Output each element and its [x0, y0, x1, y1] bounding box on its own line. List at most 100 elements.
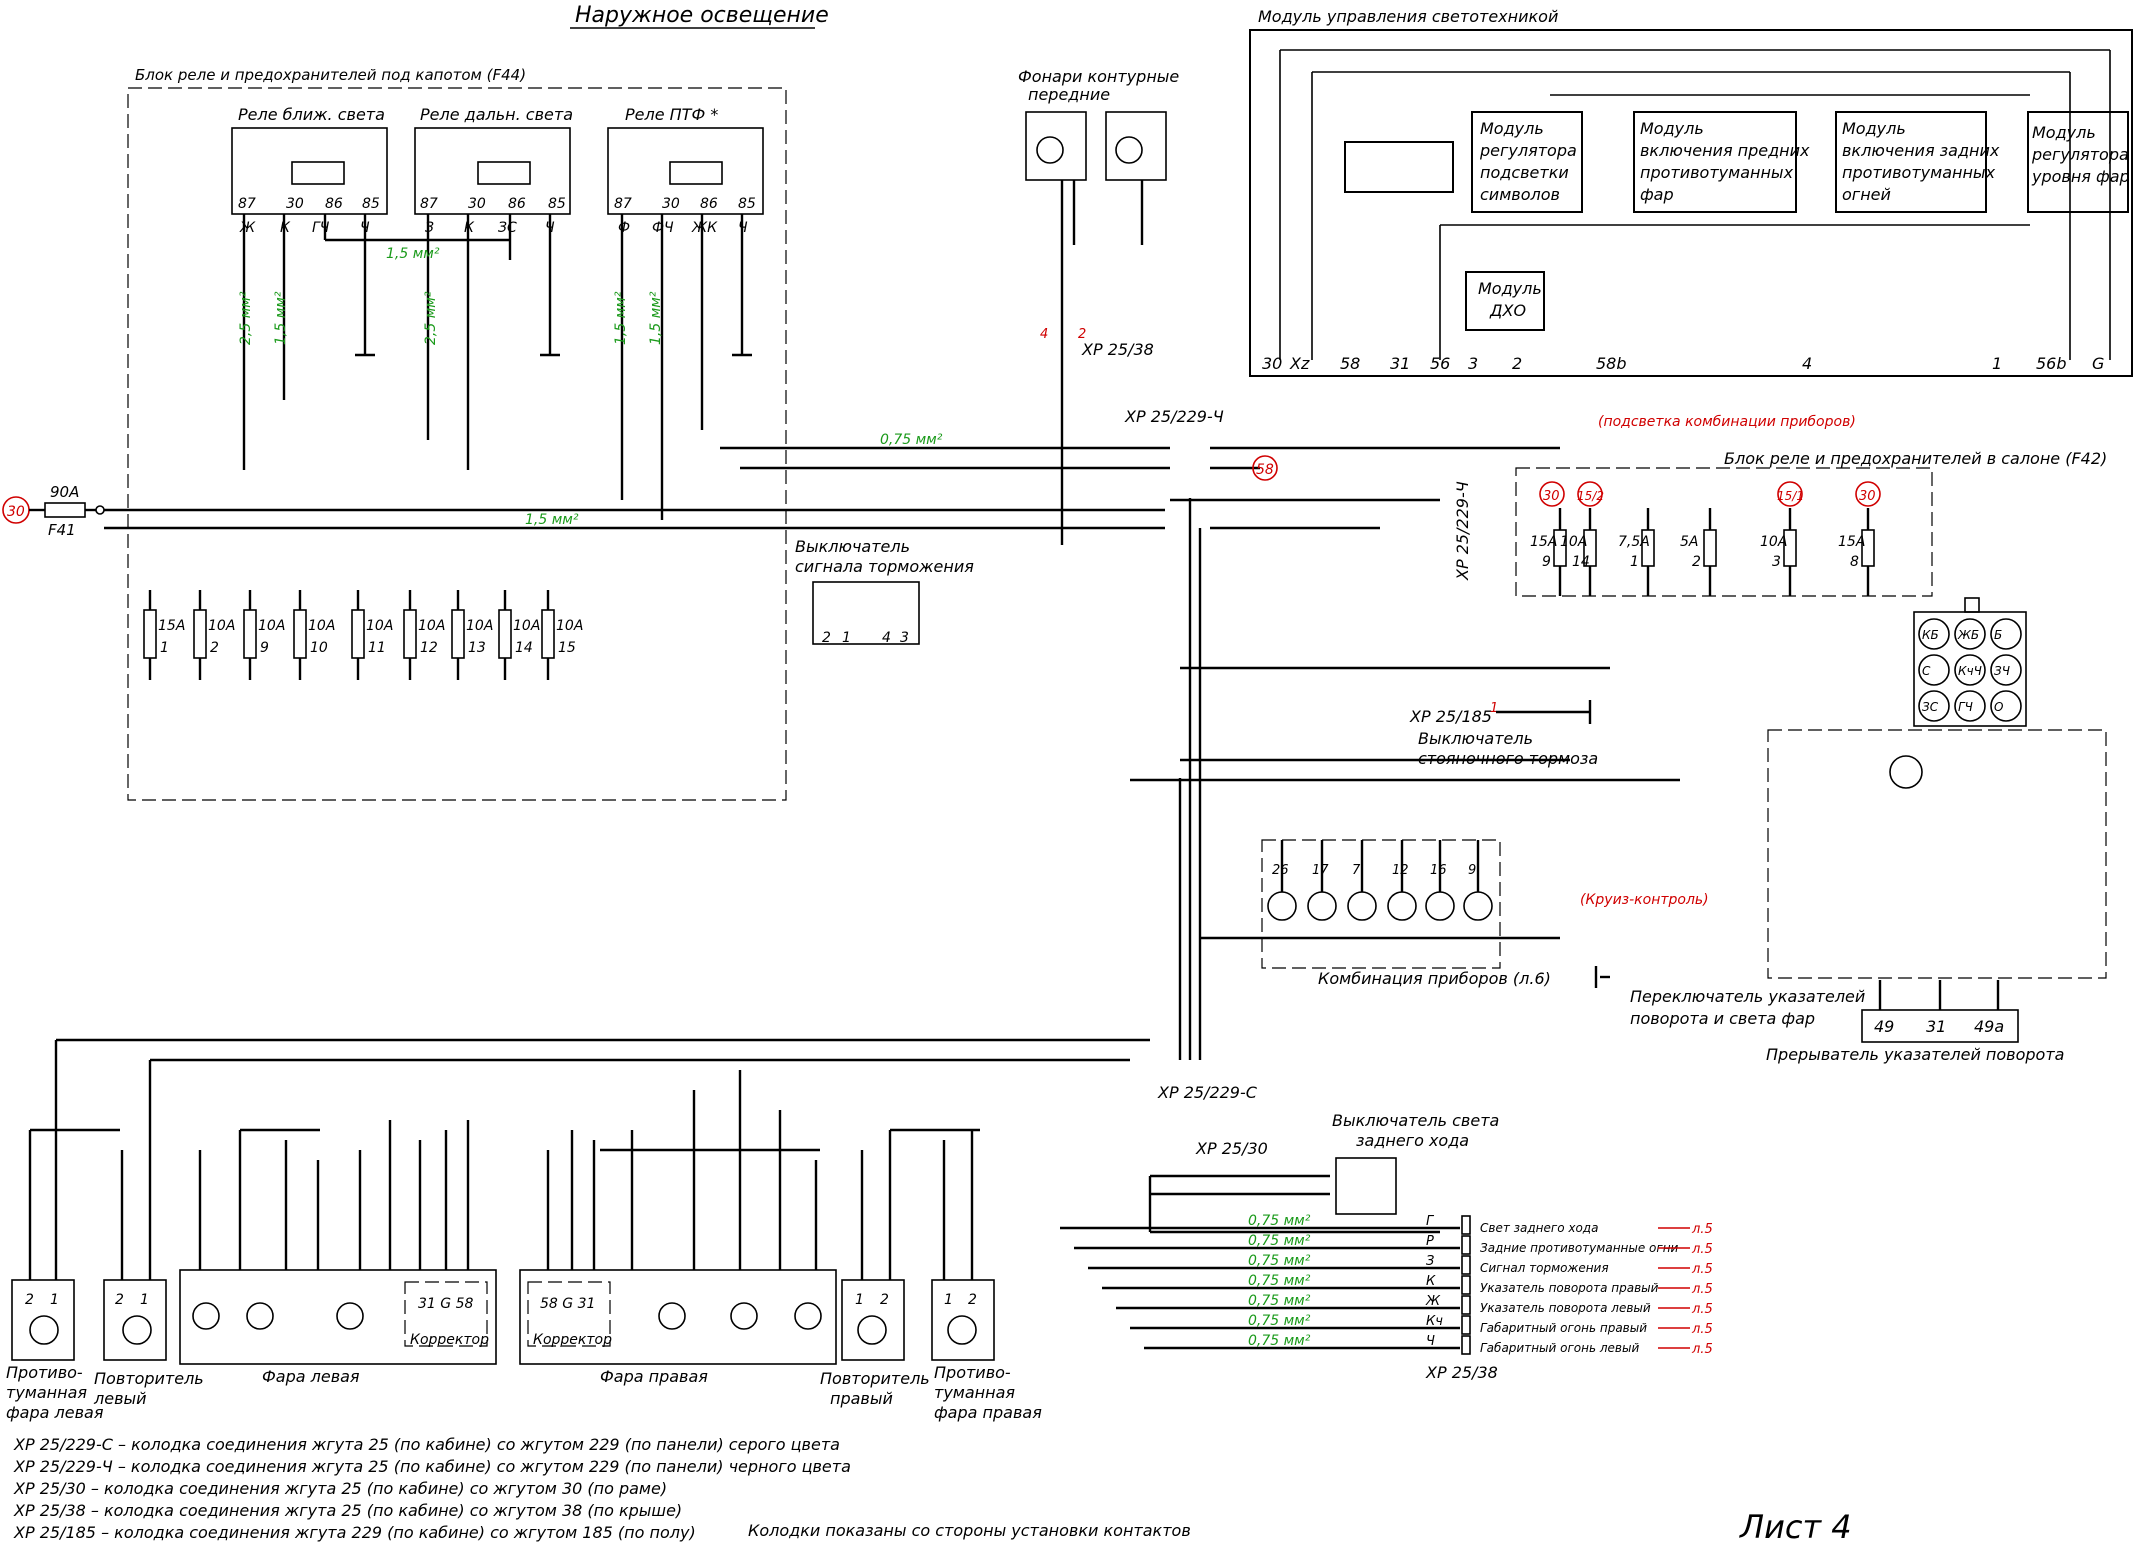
svg-text:Фара правая: Фара правая	[600, 1367, 708, 1386]
output-label: Указатель поворота левый	[1480, 1301, 1651, 1315]
cabin-fuse-number: 3	[1772, 554, 1781, 570]
svg-text:2: 2	[1078, 327, 1086, 342]
svg-text:2: 2	[1512, 354, 1522, 373]
svg-text:(Круиз-контроль): (Круиз-контроль)	[1580, 892, 1709, 908]
hood-fuse-number: 12	[420, 640, 438, 656]
wire-size: 0,75 мм²	[1248, 1233, 1311, 1249]
wire-size: 0,75 мм²	[1248, 1333, 1311, 1349]
svg-text:85: 85	[738, 196, 756, 212]
svg-text:регулятора: регулятора	[1479, 141, 1577, 160]
svg-text:1,5 мм²: 1,5 мм²	[386, 246, 440, 262]
stalk-pin-color: ЗС	[1922, 700, 1939, 714]
stalk-pin-color: ЗЧ	[1994, 664, 2010, 678]
harness-runs	[720, 446, 1680, 1060]
svg-text:ЗС: ЗС	[498, 220, 517, 236]
svg-text:заднего хода: заднего хода	[1356, 1131, 1469, 1150]
hood-fuse-number: 15	[558, 640, 576, 656]
stalk-pin	[1954, 654, 1986, 686]
svg-text:Реле ПТФ *: Реле ПТФ *	[625, 105, 718, 124]
headlamp-left: Корректор 31 G 58 Фара левая	[179, 1269, 497, 1386]
svg-text:ФЧ: ФЧ	[652, 220, 674, 236]
svg-text:Модуль: Модуль	[2032, 123, 2096, 142]
svg-text:1,5 мм²: 1,5 мм²	[273, 291, 289, 345]
output-ref: л.5	[1691, 1342, 1713, 1357]
svg-text:регулятора: регулятора	[2031, 145, 2129, 164]
output-ref: л.5	[1691, 1282, 1713, 1297]
svg-text:подсветки: подсветки	[1480, 163, 1569, 182]
svg-text:58: 58	[1256, 462, 1274, 478]
stalk-pin	[1990, 654, 2022, 686]
stalk-pin	[1918, 690, 1950, 722]
svg-text:передние: передние	[1028, 85, 1110, 104]
svg-text:Реле дальн. света: Реле дальн. света	[420, 105, 573, 124]
svg-text:Корректор: Корректор	[533, 1332, 612, 1348]
svg-text:15/2: 15/2	[1577, 489, 1604, 503]
cluster-pin: 12	[1392, 863, 1409, 878]
svg-text:2: 2	[25, 1292, 34, 1308]
svg-text:ХР 25/38 – колодка соединени: ХР 25/38 – колодка соединения жгута 25 (…	[13, 1501, 682, 1520]
svg-text:58: 58	[1340, 354, 1360, 373]
output-ref: л.5	[1691, 1322, 1713, 1337]
svg-text:G: G	[2092, 354, 2104, 373]
wire-size: 0,75 мм²	[1248, 1273, 1311, 1289]
svg-text:Повторитель: Повторитель	[94, 1369, 204, 1388]
stalk-pin	[1918, 618, 1950, 650]
svg-text:Прерыватель указателей поворот: Прерыватель указателей поворота	[1766, 1045, 2064, 1064]
svg-text:86: 86	[508, 196, 526, 212]
svg-text:Модуль управления светотехнико: Модуль управления светотехникой	[1258, 7, 1558, 26]
svg-text:Ч: Ч	[360, 220, 370, 236]
stalk-pin-color: Б	[1994, 628, 2002, 642]
svg-text:1: 1	[842, 630, 851, 646]
svg-text:Ж: Ж	[239, 220, 256, 236]
svg-text:уровня фар: уровня фар	[2031, 167, 2130, 186]
hood-fuse-amp: 10A	[556, 618, 583, 634]
stalk-pin-color: КБ	[1922, 628, 1939, 642]
svg-text:Ч: Ч	[738, 220, 748, 236]
cluster-pin: 9	[1468, 863, 1476, 878]
svg-text:правый: правый	[830, 1389, 893, 1408]
svg-text:Модуль: Модуль	[1842, 119, 1906, 138]
hood-fuse-number: 2	[210, 640, 219, 656]
stalk-pin	[1918, 654, 1950, 686]
reverse-light-switch: Выключатель света заднего хода ХР 25/30	[1148, 1111, 1499, 1234]
hood-fuse-amp: 10A	[513, 618, 540, 634]
svg-text:ЖК: ЖК	[691, 220, 718, 236]
cabin-fuse-number: 9	[1542, 554, 1551, 570]
svg-text:Противо-: Противо-	[6, 1363, 83, 1382]
svg-text:Реле ближ. света: Реле ближ. света	[238, 105, 385, 124]
svg-text:2: 2	[115, 1292, 124, 1308]
svg-text:туманная: туманная	[6, 1383, 87, 1402]
svg-text:30: 30	[468, 196, 486, 212]
cabin-fuse-amp: 7,5A	[1618, 534, 1650, 550]
wire-size: 0,75 мм²	[1248, 1293, 1311, 1309]
output-ref: л.5	[1691, 1262, 1713, 1277]
cluster-indicator: 12	[1387, 840, 1417, 921]
svg-text:Модуль: Модуль	[1478, 279, 1542, 298]
hood-fuse-number: 14	[515, 640, 533, 656]
svg-text:ХР 25/38: ХР 25/38	[1081, 340, 1154, 359]
cabin-fuse-block: Блок реле и предохранителей в салоне (F4…	[1515, 449, 2107, 597]
lamp-wiring	[28, 1038, 1150, 1280]
svg-text:85: 85	[362, 196, 380, 212]
svg-text:противотуманных: противотуманных	[1842, 163, 1996, 182]
svg-text:ХР 25/30: ХР 25/30	[1195, 1139, 1268, 1158]
output-wire-color: Ж	[1425, 1294, 1441, 1309]
wire-size: 0,75 мм²	[1248, 1253, 1311, 1269]
svg-text:86: 86	[700, 196, 718, 212]
svg-text:включения предних: включения предних	[1640, 141, 1810, 160]
headlamp-right: Корректор 58 G 31 Фара правая	[519, 1269, 837, 1386]
hood-fuse-amp: 10A	[258, 618, 285, 634]
svg-text:ХР 25/229-Ч: ХР 25/229-Ч	[1453, 481, 1472, 581]
svg-text:ХР 25/185: ХР 25/185	[1409, 707, 1492, 726]
